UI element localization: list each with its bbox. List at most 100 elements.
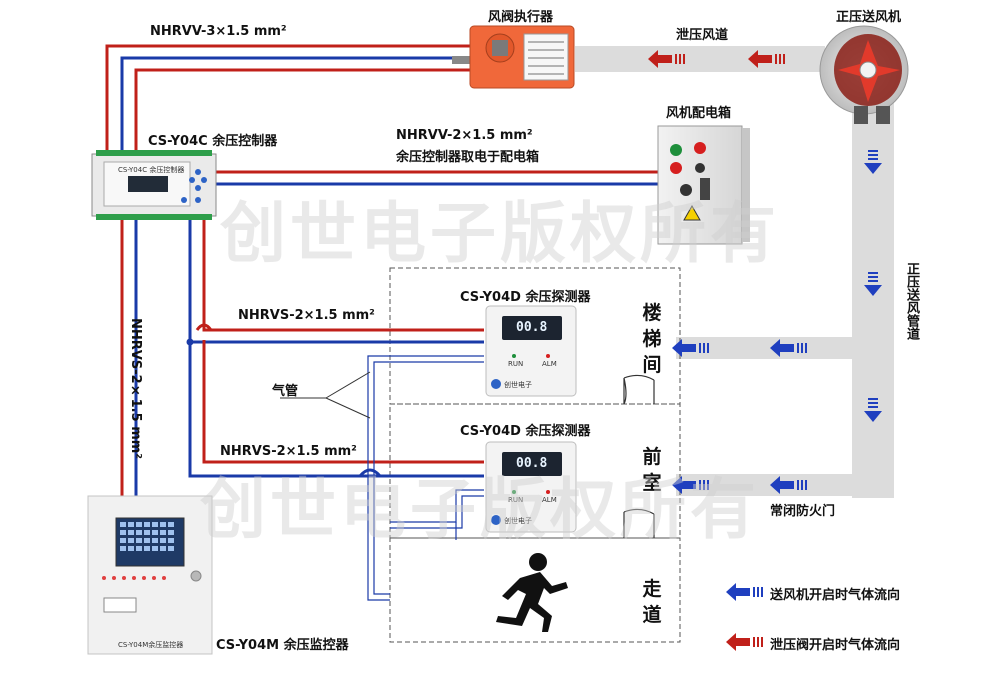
legend-arrow-red-tail	[761, 637, 763, 647]
room-corridor-label: 走 道	[642, 578, 662, 626]
cable-rvs-upper-label: NHRVS-2×1.5 mm²	[238, 308, 375, 323]
supply-arrow-3-tail	[868, 406, 878, 408]
front-arrow-2-tail	[805, 480, 807, 490]
front-arrow-2-tail	[801, 480, 803, 490]
door-front	[623, 508, 655, 538]
front-arrow-1-tail	[707, 480, 709, 490]
cable-rvs-lower-label: NHRVS-2×1.5 mm²	[220, 444, 357, 459]
controller-label: CS-Y04C 余压控制器	[148, 134, 278, 149]
cable-top-label: NHRVV-3×1.5 mm²	[150, 24, 287, 39]
air-tube-upper	[367, 355, 484, 601]
supply-arrow-1-tail	[868, 154, 878, 156]
controller-panel-caption: CS-Y04C 余压控制器	[118, 166, 185, 174]
watermark-lower: 创世电子版权所有	[200, 471, 760, 548]
damper-actuator-label: 风阀执行器	[488, 10, 554, 25]
supply-arrow-3	[864, 411, 882, 422]
wiring	[105, 44, 660, 500]
flow-arrows	[648, 50, 882, 651]
room-corridor	[389, 537, 681, 643]
air-tube-lower-inner	[390, 495, 484, 529]
relief-arrow-2-tail	[775, 54, 777, 64]
detector-upper-label: CS-Y04D 余压探测器	[460, 290, 591, 305]
detector-lower-led-alm: ALM	[542, 496, 557, 504]
stair-arrow-1	[672, 339, 696, 357]
monitor-label: CS-Y04M 余压监控器	[216, 638, 349, 653]
front-arrow-1	[672, 476, 696, 494]
legend-arrow-red-tail	[753, 637, 755, 647]
relief-duct-label: 泄压风道	[676, 28, 729, 43]
detector-lower-reading: 00.8	[516, 456, 548, 471]
room-stair-label: 楼 梯 间	[642, 302, 662, 376]
wire-crossovers	[195, 323, 382, 478]
relief-arrow-1	[648, 50, 672, 68]
supply-arrow-1-tail	[868, 150, 878, 152]
stair-arrow-1-tail	[699, 343, 701, 353]
legend-arrow-blue	[726, 583, 750, 601]
air-tube-lower	[390, 489, 484, 523]
cable-power-note: 余压控制器取电于配电箱	[396, 150, 540, 165]
legend-arrow-red-tail	[757, 637, 759, 647]
air-tube-pointers	[280, 371, 371, 419]
crossover-2	[358, 468, 382, 478]
supply-arrow-2-tail	[868, 280, 878, 282]
fan-distribution-box	[657, 125, 750, 245]
fire-damper-label: 常闭防火门	[770, 504, 836, 519]
supply-arrow-2	[864, 285, 882, 296]
monitor-panel-caption: CS-Y04M余压监控器	[118, 641, 184, 649]
wire-top-red2	[134, 68, 470, 158]
fan-box-label: 风机配电箱	[666, 106, 732, 121]
room-front-label: 前 室	[642, 446, 662, 494]
air-tube-label: 气管	[272, 384, 299, 399]
supply-arrow-1-tail	[868, 158, 878, 160]
residual-pressure-controller	[91, 150, 217, 220]
legend-arrow-red	[726, 633, 750, 651]
legend-arrow-blue-tail	[757, 587, 759, 597]
legend-item-red: 泄压阀开启时气体流向	[770, 638, 901, 653]
cable-power-label: NHRVV-2×1.5 mm²	[396, 128, 533, 143]
cable-rvs-vertical-label: NHRVS-2×1.5 mm²	[128, 318, 143, 459]
legend-arrow-blue-tail	[761, 587, 763, 597]
stair-arrow-2-tail	[801, 343, 803, 353]
detector-lower	[485, 441, 577, 533]
wire-det2-red	[202, 340, 484, 464]
supply-arrow-2-tail	[868, 272, 878, 274]
detector-upper	[485, 305, 577, 397]
damper-actuator	[452, 25, 575, 89]
running-person-icon	[496, 553, 568, 632]
stair-arrow-2-tail	[805, 343, 807, 353]
detector-upper-led-run: RUN	[508, 360, 524, 368]
legend-arrow-blue-tail	[753, 587, 755, 597]
relief-arrow-2-tail	[783, 54, 785, 64]
supply-branch-stair	[676, 337, 856, 359]
junction-dot	[186, 338, 194, 346]
supply-arrow-1	[864, 163, 882, 174]
stair-arrow-2-tail	[797, 343, 799, 353]
wire-top-red	[105, 44, 470, 158]
door-swings	[623, 374, 655, 538]
fan-label: 正压送风机	[836, 10, 902, 25]
front-arrow-2-tail	[797, 480, 799, 490]
wire-top-blue	[120, 56, 470, 158]
front-arrow-1-tail	[699, 480, 701, 490]
relief-arrow-2	[748, 50, 772, 68]
supply-arrow-3-tail	[868, 402, 878, 404]
wire-det2-blue	[188, 342, 484, 478]
relief-arrow-1-tail	[679, 54, 681, 64]
stair-arrow-2	[770, 339, 794, 357]
front-arrow-1-tail	[703, 480, 705, 490]
supply-arrow-3-tail	[868, 398, 878, 400]
detector-upper-brand: 创世电子	[504, 381, 532, 389]
detector-upper-led-alm: ALM	[542, 360, 557, 368]
door-stair	[623, 374, 655, 405]
relief-duct	[575, 46, 825, 72]
detector-lower-brand: 创世电子	[504, 517, 532, 525]
legend-item-blue: 送风机开启时气体流向	[770, 588, 901, 603]
detector-lower-led-run: RUN	[508, 496, 524, 504]
wire-det1-red	[202, 212, 484, 332]
relief-arrow-1-tail	[683, 54, 685, 64]
front-arrow-2	[770, 476, 794, 494]
building-rooms	[389, 267, 681, 643]
pressurization-fan	[819, 25, 909, 124]
supply-duct-label: 正压送风管道	[904, 262, 919, 340]
